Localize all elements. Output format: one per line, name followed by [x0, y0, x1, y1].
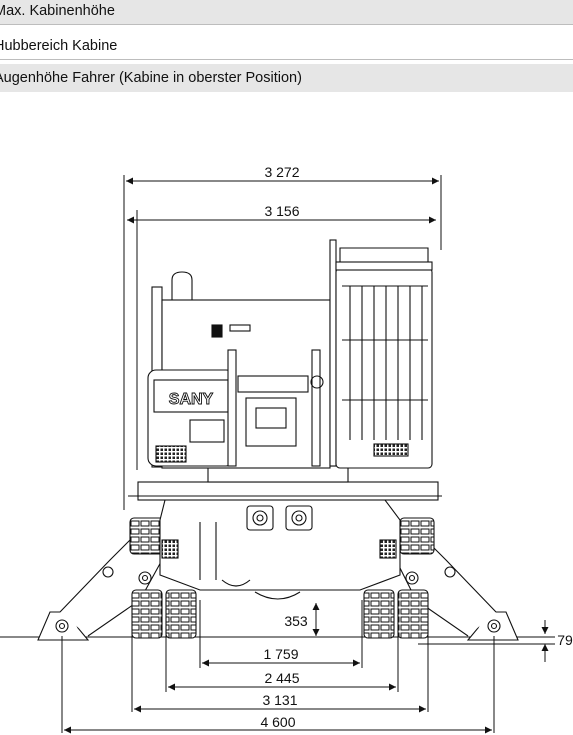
spec-row-cab-lift-range: Hubbereich Kabine — [0, 32, 573, 60]
dimension-lines — [61, 175, 555, 734]
dim-label-overall-width: 3 272 — [264, 164, 299, 180]
dim-label-track-outer: 3 131 — [262, 692, 297, 708]
dim-label-support-offset: 79 — [557, 632, 573, 648]
dim-label-support-span: 4 600 — [260, 714, 295, 730]
dim-label-track-inner: 1 759 — [263, 646, 298, 662]
spec-row-label: Max. Kabinenhöhe — [0, 3, 115, 19]
spec-row-label: Augenhöhe Fahrer (Kabine in oberster Pos… — [0, 70, 302, 86]
dim-label-clearance: 353 — [284, 613, 308, 629]
dim-label-upper-width: 3 156 — [264, 203, 299, 219]
spec-row-label: Hubbereich Kabine — [0, 38, 118, 54]
spec-row-max-cab-height: Max. Kabinenhöhe — [0, 0, 573, 25]
dim-label-track-gauge: 2 445 — [264, 670, 299, 686]
machine-outline: SANY — [0, 239, 555, 641]
machine-front-view-drawing: SANY — [0, 164, 573, 734]
dimension-labels: 3 272 3 156 353 79 1 759 2 445 3 131 4 6… — [260, 164, 573, 730]
sany-logo: SANY — [169, 391, 214, 408]
spec-row-driver-eye-height: Augenhöhe Fahrer (Kabine in oberster Pos… — [0, 64, 573, 92]
